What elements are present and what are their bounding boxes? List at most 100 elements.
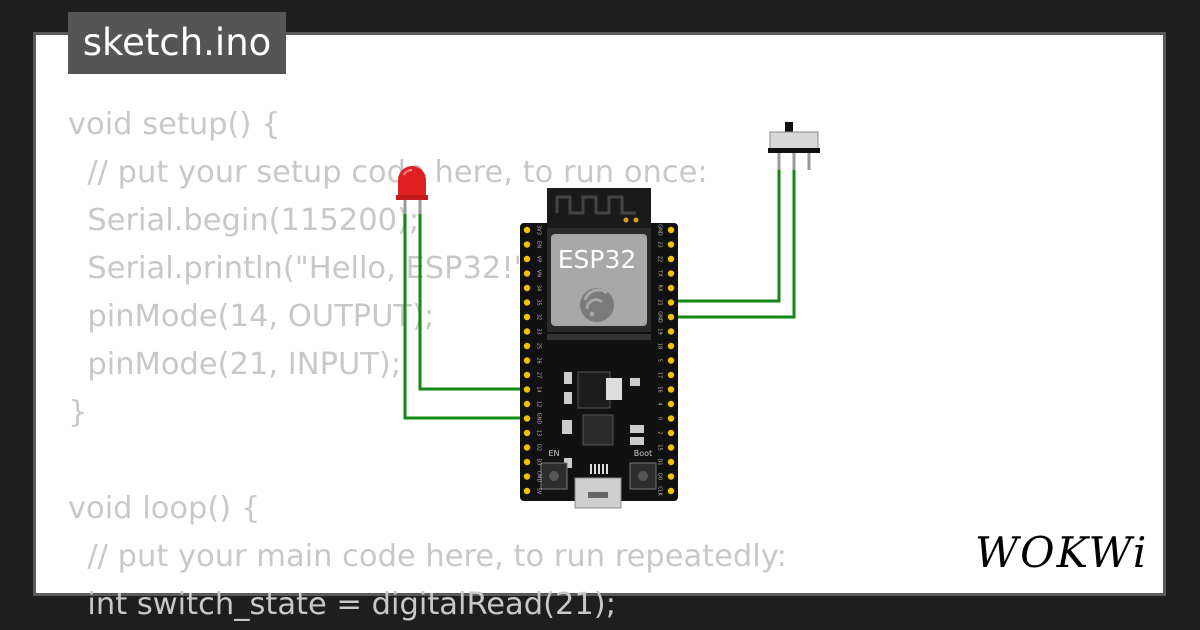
- header-pin[interactable]: [667, 386, 675, 393]
- pin-label: 16: [657, 386, 663, 392]
- pin-label: RX: [657, 285, 663, 292]
- pin-label: 25: [536, 343, 542, 349]
- header-pin[interactable]: [523, 313, 531, 321]
- header-pin[interactable]: [523, 284, 531, 292]
- file-tab[interactable]: sketch.ino: [68, 12, 286, 74]
- header-pin[interactable]: [523, 473, 531, 480]
- pin-label: GND: [536, 413, 542, 425]
- usb-pin: [590, 464, 592, 474]
- header-pin[interactable]: [667, 342, 675, 350]
- pin-label: 17: [657, 372, 663, 378]
- wire-switch-gnd[interactable]: [671, 168, 796, 319]
- header-pin[interactable]: [523, 241, 531, 248]
- slide-switch[interactable]: [768, 122, 820, 170]
- pin-label: 14: [536, 386, 542, 392]
- pin-label: 0: [657, 417, 663, 420]
- code-line: // put your setup code here, to run once…: [68, 155, 708, 190]
- header-pin[interactable]: [523, 299, 531, 306]
- header-pin[interactable]: [523, 429, 531, 437]
- wires: [403, 168, 796, 420]
- pin-label: TX: [657, 269, 663, 277]
- usb-pins: [590, 464, 608, 474]
- header-pin[interactable]: [667, 270, 675, 277]
- header-pin[interactable]: [523, 386, 531, 393]
- header-pin[interactable]: [667, 400, 675, 408]
- en-label: EN: [548, 449, 559, 458]
- header-pin[interactable]: [667, 328, 675, 335]
- usb-pin: [606, 464, 608, 474]
- header-pin[interactable]: [667, 241, 675, 248]
- pin-label: 21: [657, 299, 663, 305]
- pin-label: 22: [657, 256, 663, 262]
- pin-label: VP: [536, 256, 542, 262]
- wokwi-logo: WOKWi: [975, 528, 1149, 577]
- header-pin[interactable]: [667, 313, 675, 321]
- code-editor[interactable]: void setup() { // put your setup code he…: [68, 101, 787, 629]
- code-line: void setup() {: [68, 107, 281, 142]
- led[interactable]: [396, 166, 428, 214]
- pin-label: 2: [657, 431, 663, 434]
- header-pin[interactable]: [523, 328, 531, 335]
- pin-label: 5: [657, 359, 663, 362]
- pin-label: CMD: [536, 471, 542, 483]
- pin-label: GND: [657, 224, 663, 236]
- header-pin[interactable]: [523, 226, 531, 234]
- code-line: Serial.begin(115200);: [68, 203, 420, 238]
- pin-label: 5V: [536, 488, 542, 495]
- header-pin[interactable]: [667, 255, 675, 263]
- wire-led-cathode[interactable]: [403, 212, 527, 420]
- pin-label: 4: [657, 402, 663, 405]
- code-line: void loop() {: [68, 491, 261, 526]
- antenna-trace: [555, 195, 636, 215]
- pin-label: 23: [657, 241, 663, 247]
- pin-label: 33: [536, 328, 542, 334]
- pin-label: D2: [536, 444, 542, 451]
- header-pin[interactable]: [667, 487, 675, 495]
- code-line: }: [68, 395, 88, 430]
- header-pin[interactable]: [523, 400, 531, 408]
- header-pin[interactable]: [667, 458, 675, 466]
- header-pin[interactable]: [667, 415, 675, 422]
- header-pin[interactable]: [523, 371, 531, 379]
- power-led: [606, 378, 622, 400]
- header-pin[interactable]: [523, 458, 531, 466]
- left-header-pins: 3V3ENVPVN343532332526271412GND13D2D3CMD5…: [523, 225, 542, 495]
- header-pin[interactable]: [667, 284, 675, 292]
- usb-pin: [602, 464, 604, 474]
- header-pin[interactable]: [667, 444, 675, 451]
- header-pin[interactable]: [667, 371, 675, 379]
- header-pin[interactable]: [523, 342, 531, 350]
- usb-pin: [594, 464, 596, 474]
- pin-label: 19: [657, 328, 663, 334]
- header-pin[interactable]: [523, 487, 531, 495]
- pin-label: 12: [536, 401, 542, 407]
- header-pin[interactable]: [523, 444, 531, 451]
- header-pin[interactable]: [667, 299, 675, 306]
- code-line: // put your main code here, to run repea…: [68, 539, 787, 574]
- wire-switch-signal[interactable]: [671, 168, 781, 303]
- pin-label: 34: [536, 285, 542, 291]
- regulator: [577, 371, 611, 409]
- pin-label: CLK: [657, 486, 663, 496]
- pin-label: 15: [657, 444, 663, 450]
- header-pin[interactable]: [667, 357, 675, 364]
- pin-label: 3V3: [536, 225, 542, 235]
- code-line: int switch_state = digitalRead(21);: [68, 587, 616, 622]
- wire-led-anode[interactable]: [418, 212, 527, 391]
- header-pin[interactable]: [667, 429, 675, 437]
- header-pin[interactable]: [523, 270, 531, 277]
- header-pin[interactable]: [523, 357, 531, 364]
- pin-label: VN: [536, 270, 542, 277]
- pin-label: 18: [657, 343, 663, 349]
- pin-label: 26: [536, 357, 542, 363]
- pin-label: 27: [536, 372, 542, 378]
- header-pin[interactable]: [523, 255, 531, 263]
- pin-label: GND: [657, 311, 663, 323]
- header-pin[interactable]: [667, 226, 675, 234]
- header-pin[interactable]: [523, 415, 531, 422]
- pin-label: EN: [536, 241, 542, 248]
- header-pin[interactable]: [667, 473, 675, 480]
